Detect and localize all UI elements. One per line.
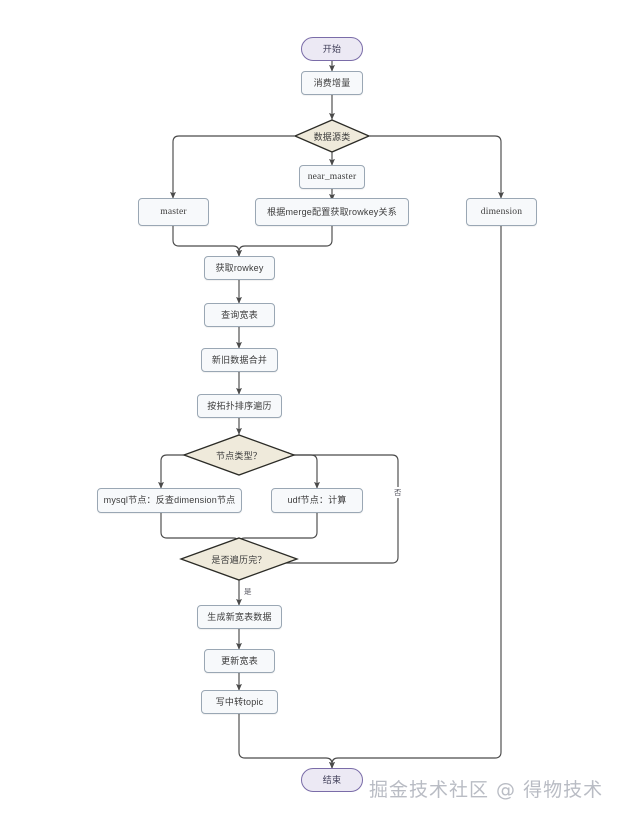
- node-generate-wide-data-label: 生成新宽表数据: [207, 611, 272, 622]
- diamond-shape: [293, 119, 371, 153]
- node-write-transfer-topic[interactable]: 写中转topic: [201, 690, 278, 714]
- node-walk-done-decision-label: 是否遍历完？: [211, 554, 267, 565]
- node-end-label: 结束: [322, 774, 342, 785]
- node-generate-wide-data[interactable]: 生成新宽表数据: [197, 605, 282, 629]
- node-get-rowkey-label: 获取rowkey: [215, 262, 264, 273]
- node-topological-walk-label: 按拓扑排序遍历: [207, 400, 272, 411]
- diamond-shape: [182, 434, 296, 476]
- node-update-wide-table-label: 更新宽表: [221, 655, 258, 666]
- node-source-type-label: 数据源类: [313, 131, 351, 142]
- node-merge-old-new-data-label: 新旧数据合并: [211, 354, 268, 365]
- node-walk-done-decision[interactable]: 是否遍历完？: [179, 537, 299, 581]
- node-merge-old-new-data[interactable]: 新旧数据合并: [201, 348, 278, 372]
- node-node-type-decision-label: 节点类型？: [215, 450, 262, 461]
- diamond-shape: [179, 537, 299, 581]
- node-mysql-lookup-label: mysql节点：反查dimension节点: [103, 495, 236, 506]
- node-write-transfer-topic-label: 写中转topic: [215, 696, 264, 707]
- edge-label-walk-done-yes: 是: [243, 586, 253, 597]
- node-update-wide-table[interactable]: 更新宽表: [204, 649, 275, 673]
- node-start[interactable]: 开始: [301, 37, 363, 61]
- node-near-master[interactable]: near_master: [299, 165, 365, 189]
- node-near-master-label: near_master: [307, 171, 357, 182]
- node-source-type[interactable]: 数据源类: [293, 119, 371, 153]
- node-mysql-lookup[interactable]: mysql节点：反查dimension节点: [97, 488, 242, 513]
- node-get-rowkey[interactable]: 获取rowkey: [204, 256, 275, 280]
- node-consume-increment-label: 消费增量: [313, 77, 351, 88]
- node-query-wide-table-label: 查询宽表: [221, 309, 258, 320]
- node-merge-rowkey-label: 根据merge配置获取rowkey关系: [267, 206, 397, 217]
- node-master[interactable]: master: [138, 198, 209, 226]
- node-consume-increment[interactable]: 消费增量: [301, 71, 363, 95]
- node-udf-compute-label: udf节点：计算: [287, 495, 347, 506]
- node-udf-compute[interactable]: udf节点：计算: [271, 488, 363, 513]
- node-master-label: master: [160, 206, 187, 217]
- node-merge-rowkey[interactable]: 根据merge配置获取rowkey关系: [255, 198, 409, 226]
- node-query-wide-table[interactable]: 查询宽表: [204, 303, 275, 327]
- node-end[interactable]: 结束: [301, 768, 363, 792]
- node-node-type-decision[interactable]: 节点类型？: [182, 434, 296, 476]
- edge-label-walk-done-no: 否: [393, 487, 403, 498]
- node-dimension-label: dimension: [480, 206, 523, 217]
- watermark-text: 掘金技术社区 @ 得物技术: [369, 779, 604, 801]
- node-topological-walk[interactable]: 按拓扑排序遍历: [197, 394, 282, 418]
- node-dimension[interactable]: dimension: [466, 198, 537, 226]
- node-start-label: 开始: [322, 43, 342, 54]
